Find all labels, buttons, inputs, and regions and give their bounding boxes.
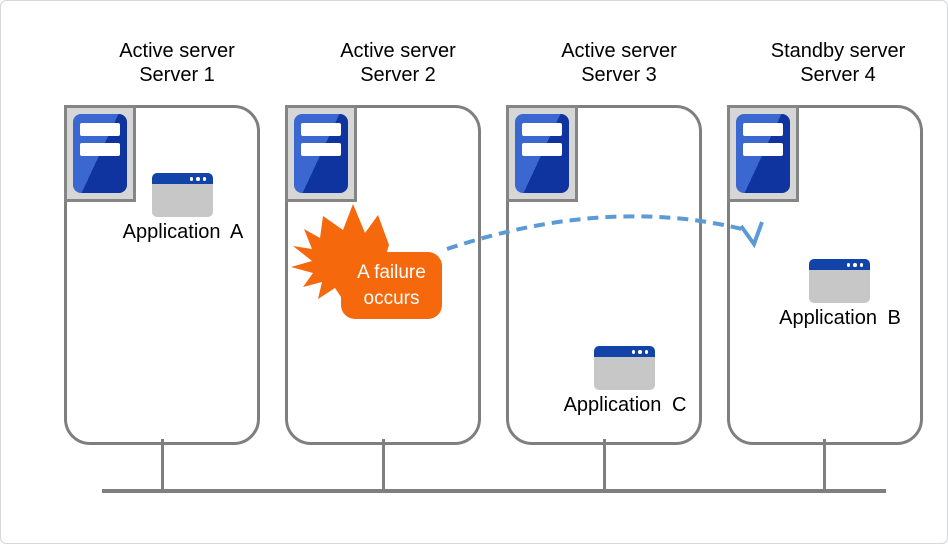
network-bus-line — [102, 489, 886, 493]
server-1-name-label: Server 1 — [139, 64, 215, 86]
server-tower-icon — [285, 105, 357, 202]
server-drive-bay — [522, 143, 562, 156]
network-connector — [161, 439, 164, 489]
app-window-icon — [152, 173, 213, 217]
server-tower-icon — [727, 105, 799, 202]
network-connector — [823, 439, 826, 489]
server-tower-face — [515, 114, 569, 193]
app-window-body — [594, 357, 655, 390]
server-2-name-label: Server 2 — [360, 64, 436, 86]
server-4-title: Standby server Server 4 — [728, 39, 947, 87]
app-window-titlebar — [152, 173, 213, 184]
app-window-icon — [809, 259, 870, 303]
application-c-label: Application C — [563, 394, 687, 416]
server-drive-bay — [80, 123, 120, 136]
app-window-body — [809, 270, 870, 303]
server-3-title: Active server Server 3 — [509, 39, 729, 87]
server-4-name-label: Server 4 — [800, 64, 876, 86]
window-dots-icon — [189, 177, 206, 181]
window-dots-icon — [846, 263, 863, 267]
application-a-label: Application A — [122, 221, 244, 243]
app-window-titlebar — [594, 346, 655, 357]
server-tower-icon — [506, 105, 578, 202]
network-connector — [603, 439, 606, 489]
app-window-icon — [594, 346, 655, 390]
app-window-titlebar — [809, 259, 870, 270]
app-window-body — [152, 184, 213, 217]
server-tower-face — [294, 114, 348, 193]
server-drive-bay — [301, 123, 341, 136]
server-drive-bay — [743, 143, 783, 156]
failure-badge: A failure occurs — [341, 252, 442, 319]
server-drive-bay — [80, 143, 120, 156]
network-connector — [382, 439, 385, 489]
server-1-title: Active server Server 1 — [67, 39, 287, 87]
server-3-name-label: Server 3 — [581, 64, 657, 86]
server-2-role-label: Active server — [340, 40, 456, 62]
server-drive-bay — [522, 123, 562, 136]
server-drive-bay — [743, 123, 783, 136]
server-tower-icon — [64, 105, 136, 202]
server-4-role-label: Standby server — [770, 40, 906, 62]
server-3-role-label: Active server — [561, 40, 677, 62]
server-2-title: Active server Server 2 — [288, 39, 508, 87]
server-tower-face — [73, 114, 127, 193]
server-drive-bay — [301, 143, 341, 156]
server-1-role-label: Active server — [119, 40, 235, 62]
application-b-label: Application B — [779, 307, 901, 329]
server-tower-face — [736, 114, 790, 193]
window-dots-icon — [631, 350, 648, 354]
